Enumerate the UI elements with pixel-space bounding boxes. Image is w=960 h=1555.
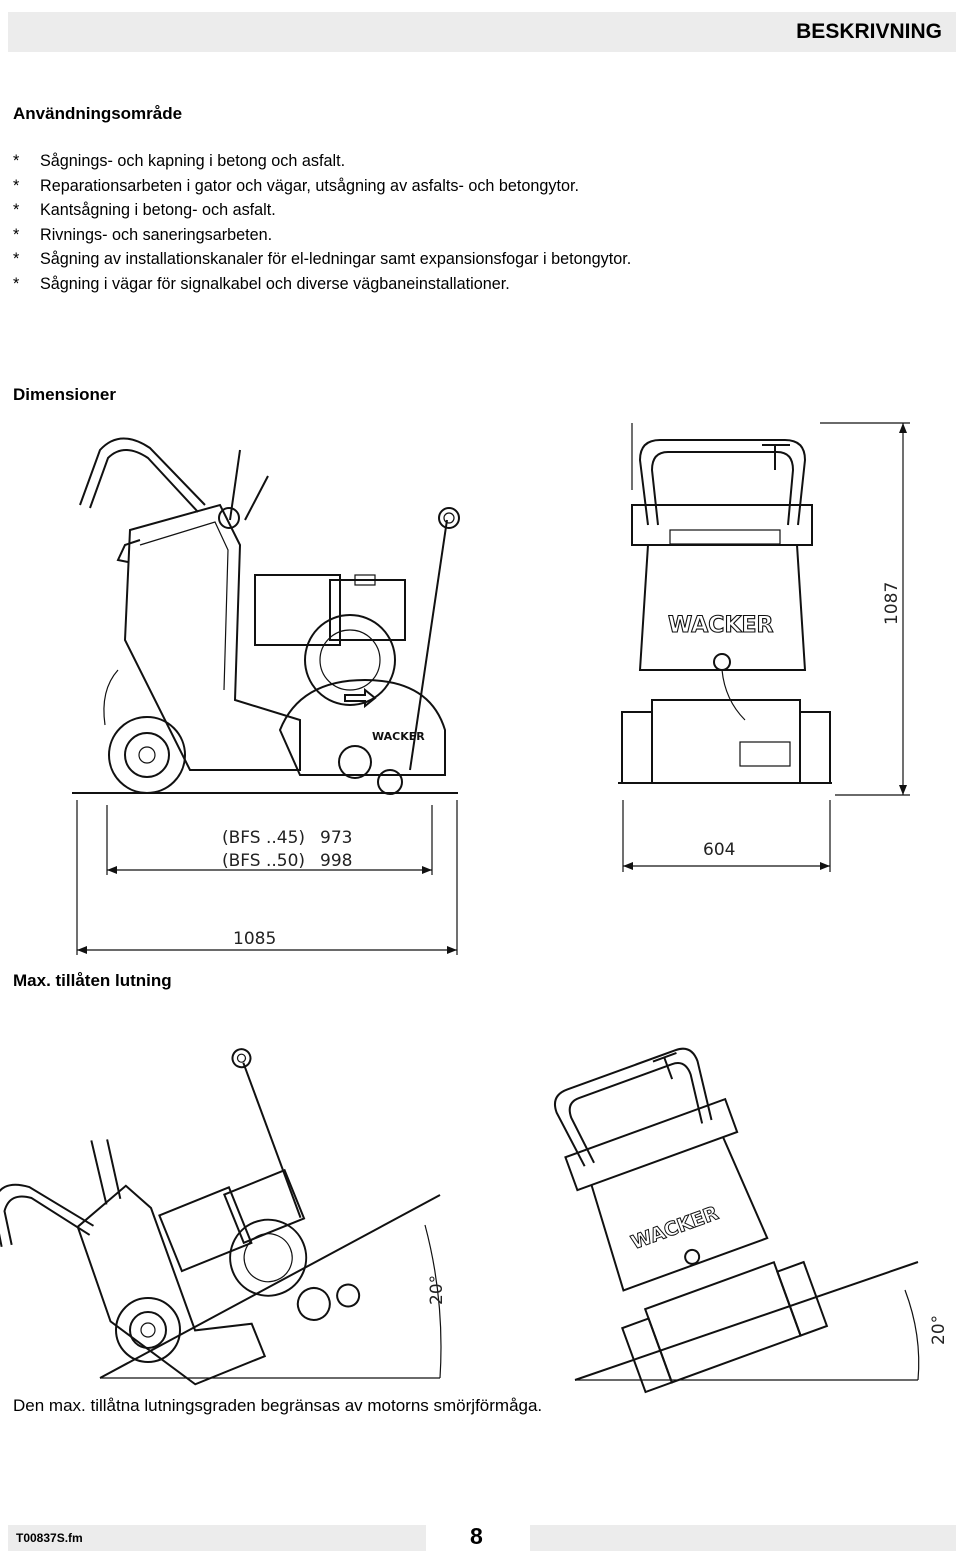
footer-filename: T00837S.fm [16, 1531, 83, 1545]
list-item: *Reparationsarbeten i gator och vägar, u… [13, 176, 580, 195]
length-value-50: 998 [320, 851, 352, 871]
list-item: *Sågnings- och kapning i betong och asfa… [13, 152, 346, 170]
list-item: *Kantsågning i betong- och asfalt. [13, 201, 276, 219]
side-slope-angle: 20° [427, 1275, 447, 1305]
brand-logo-text-slope: WACKER [628, 1202, 721, 1254]
saw-slope-rear-drawing: WACKER [553, 1047, 920, 1394]
height-dimension-lines [631, 422, 910, 796]
footer-left-bar: T00837S.fm [8, 1525, 426, 1551]
saw-slope-side-drawing [0, 1048, 442, 1386]
list-item: *Rivnings- och saneringsarbeten. [13, 225, 273, 244]
saw-rear-view-drawing: WACKER [618, 439, 832, 784]
rear-slope-angle: 20° [929, 1315, 949, 1345]
length-dimension-lines [76, 800, 458, 955]
page-number: 8 [470, 1523, 483, 1549]
header-bar: BESKRIVNING [8, 12, 956, 52]
usage-list: *Sågnings- och kapning i betong och asfa… [13, 149, 631, 296]
brand-logo-text-rear: WACKER [668, 613, 774, 638]
width-dimension-lines [622, 800, 831, 872]
page-section-title: BESKRIVNING [796, 20, 942, 43]
slope-heading: Max. tillåten lutning [13, 971, 172, 990]
footer-right-bar [530, 1525, 956, 1551]
list-item: *Sågning i vägar för signalkabel och div… [13, 274, 510, 293]
usage-heading: Användningsområde [13, 104, 183, 123]
saw-side-view-drawing: WACKER [72, 437, 460, 795]
width-value: 604 [703, 840, 735, 860]
length-value-45: 973 [320, 828, 352, 848]
model-label-45: (BFS ..45) [222, 828, 305, 848]
overall-length-value: 1085 [233, 929, 276, 949]
brand-logo-text: WACKER [372, 730, 425, 743]
slope-caption: Den max. tillåtna lutningsgraden begräns… [13, 1396, 543, 1415]
list-item: *Sågning av installationskanaler för el-… [13, 250, 632, 268]
height-value: 1087 [882, 582, 902, 625]
model-label-50: (BFS ..50) [222, 851, 305, 871]
dimensions-heading: Dimensioner [13, 385, 116, 404]
